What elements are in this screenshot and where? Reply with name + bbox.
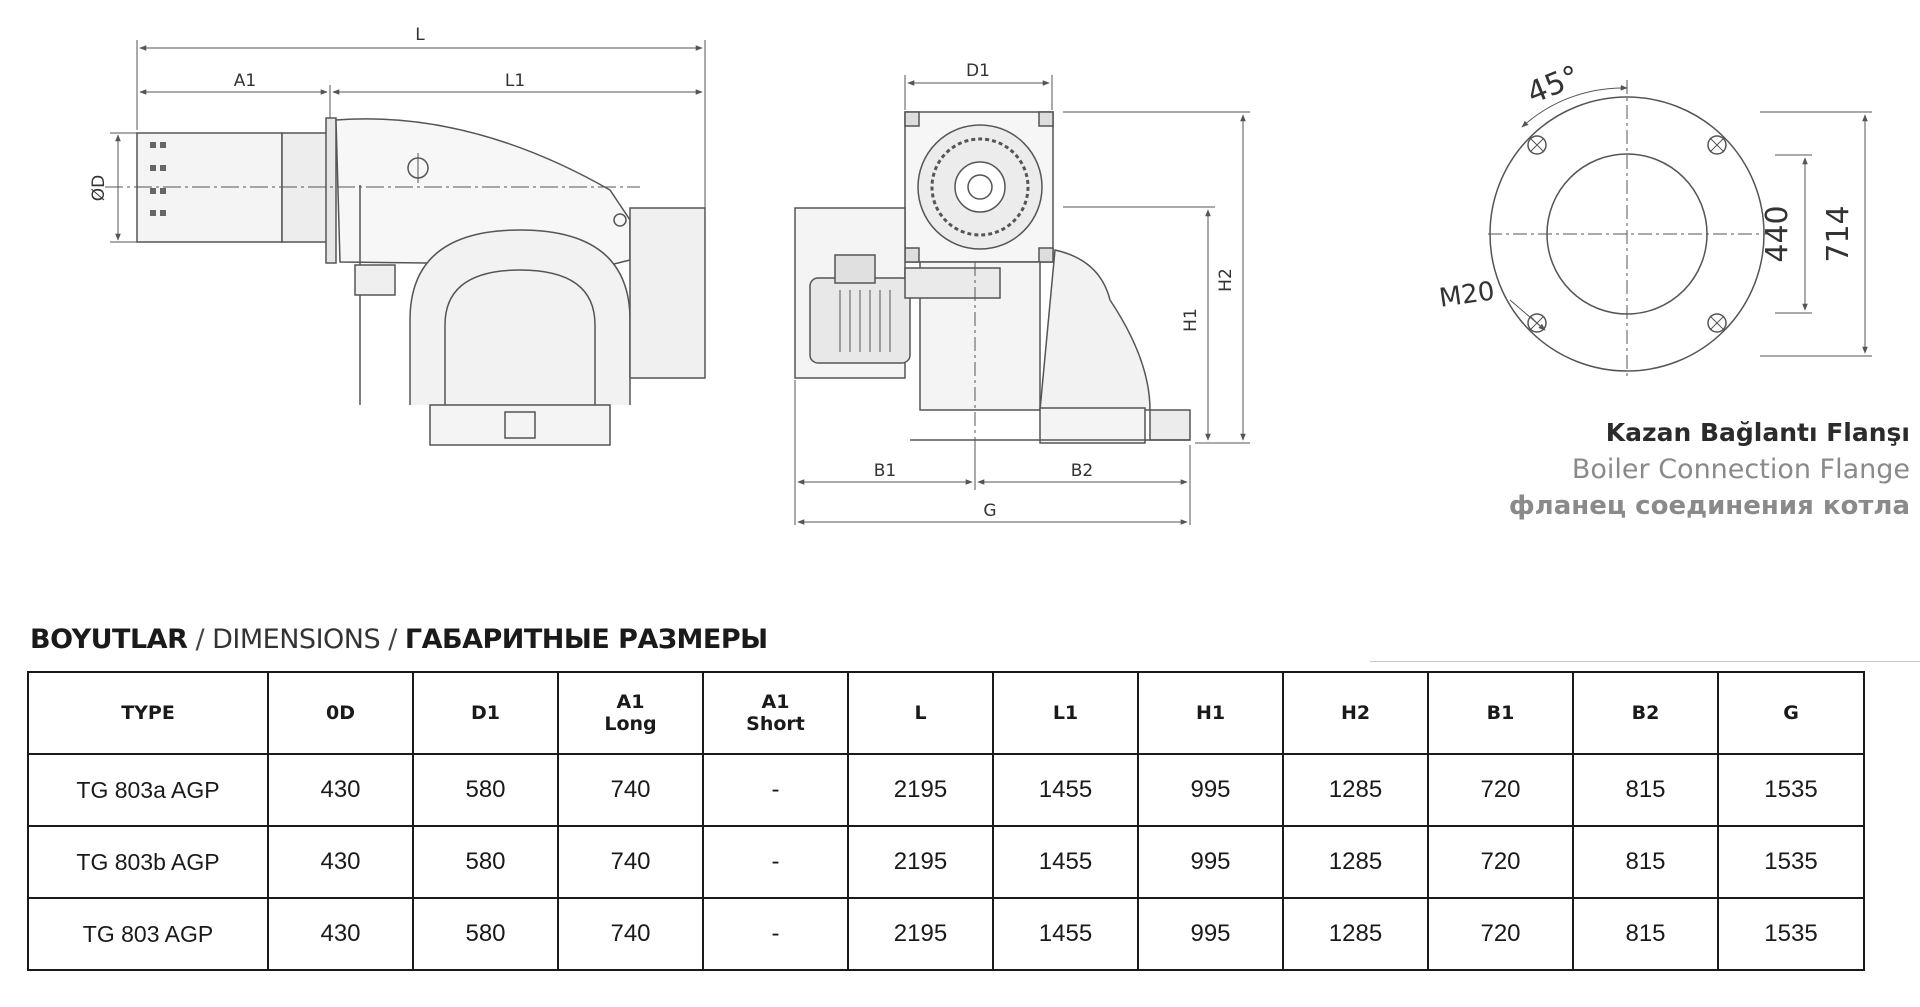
cell-g: 1535 (1717, 825, 1865, 899)
cell-h1: 995 (1137, 753, 1284, 827)
cell-b1: 720 (1427, 753, 1574, 827)
drawings-svg: L A1 L1 ØD (89, 25, 1872, 525)
flange-caption-tr: Kazan Bağlantı Flanşı (1605, 418, 1910, 447)
dim-label-L1: L1 (505, 71, 525, 91)
cell-h2: 1285 (1282, 825, 1429, 899)
cell-type: TG 803a AGP (27, 753, 269, 827)
dim-label-A1: A1 (234, 71, 256, 91)
dim-label-B2: B2 (1071, 461, 1093, 481)
cell-h2: 1285 (1282, 897, 1429, 971)
cell-h1: 995 (1137, 897, 1284, 971)
header-type: TYPE (27, 671, 269, 755)
cell-type: TG 803 AGP (27, 897, 269, 971)
divider-line (1370, 661, 1920, 662)
flange-drawing (1488, 80, 1872, 378)
front-view-drawing (794, 75, 1250, 525)
cell-l1: 1455 (992, 825, 1139, 899)
dim-label-H1: H1 (1181, 308, 1201, 332)
dim-label-OD: ØD (89, 175, 109, 201)
cell-a1-long: 740 (557, 897, 704, 971)
header-b1: B1 (1427, 671, 1574, 755)
table-row: TG 803a AGP 430 580 740 - 2195 1455 995 … (27, 753, 1865, 827)
cell-b2: 815 (1572, 897, 1719, 971)
side-view-drawing (105, 40, 706, 446)
flange-bolt-label: M20 (1437, 276, 1496, 313)
header-0d: 0D (267, 671, 414, 755)
flange-caption-ru: фланец соединения котла (1508, 491, 1910, 521)
flange-caption: Kazan Bağlantı Flanşı Boiler Connection … (1450, 414, 1910, 524)
dimensions-section-title: BOYUTLAR / DIMENSIONS / ГАБАРИТНЫЕ РАЗМЕ… (30, 624, 768, 655)
dim-label-H2: H2 (1216, 268, 1236, 292)
cell-a1-long: 740 (557, 825, 704, 899)
cell-d1: 580 (412, 825, 559, 899)
table-row: TG 803 AGP 430 580 740 - 2195 1455 995 1… (27, 897, 1865, 971)
header-h1: H1 (1137, 671, 1284, 755)
cell-h2: 1285 (1282, 753, 1429, 827)
cell-0d: 430 (267, 825, 414, 899)
cell-g: 1535 (1717, 897, 1865, 971)
cell-type: TG 803b AGP (27, 825, 269, 899)
flange-inner-dim-label: 440 (1760, 205, 1795, 262)
cell-l: 2195 (847, 825, 994, 899)
header-d1: D1 (412, 671, 559, 755)
cell-0d: 430 (267, 753, 414, 827)
cell-l: 2195 (847, 753, 994, 827)
cell-b2: 815 (1572, 825, 1719, 899)
dim-label-G: G (983, 501, 996, 521)
cell-l1: 1455 (992, 897, 1139, 971)
cell-h1: 995 (1137, 825, 1284, 899)
cell-g: 1535 (1717, 753, 1865, 827)
title-en: DIMENSIONS (212, 624, 381, 655)
flange-outer-dim-label: 714 (1821, 205, 1856, 262)
title-separator-2: / (380, 624, 405, 655)
title-ru: ГАБАРИТНЫЕ РАЗМЕРЫ (404, 624, 768, 655)
dim-label-L: L (415, 25, 425, 45)
title-separator-1: / (187, 624, 213, 655)
cell-a1-long: 740 (557, 753, 704, 827)
cell-b2: 815 (1572, 753, 1719, 827)
header-b2: B2 (1572, 671, 1719, 755)
flange-angle-label: 45° (1522, 59, 1584, 111)
cell-0d: 430 (267, 897, 414, 971)
cell-a1-short: - (702, 897, 849, 971)
cell-a1-short: - (702, 753, 849, 827)
dim-label-D1: D1 (966, 61, 990, 81)
header-g: G (1717, 671, 1865, 755)
cell-d1: 580 (412, 897, 559, 971)
cell-a1-short: - (702, 825, 849, 899)
cell-b1: 720 (1427, 825, 1574, 899)
dim-label-B1: B1 (874, 461, 896, 481)
header-h2: H2 (1282, 671, 1429, 755)
cell-b1: 720 (1427, 897, 1574, 971)
technical-drawings: L A1 L1 ØD (89, 25, 1872, 525)
cell-d1: 580 (412, 753, 559, 827)
cell-l: 2195 (847, 897, 994, 971)
table-row: TG 803b AGP 430 580 740 - 2195 1455 995 … (27, 825, 1865, 899)
header-l1: L1 (992, 671, 1139, 755)
flange-caption-en: Boiler Connection Flange (1571, 454, 1910, 485)
title-tr: BOYUTLAR (30, 624, 188, 655)
header-l: L (847, 671, 994, 755)
cell-l1: 1455 (992, 753, 1139, 827)
